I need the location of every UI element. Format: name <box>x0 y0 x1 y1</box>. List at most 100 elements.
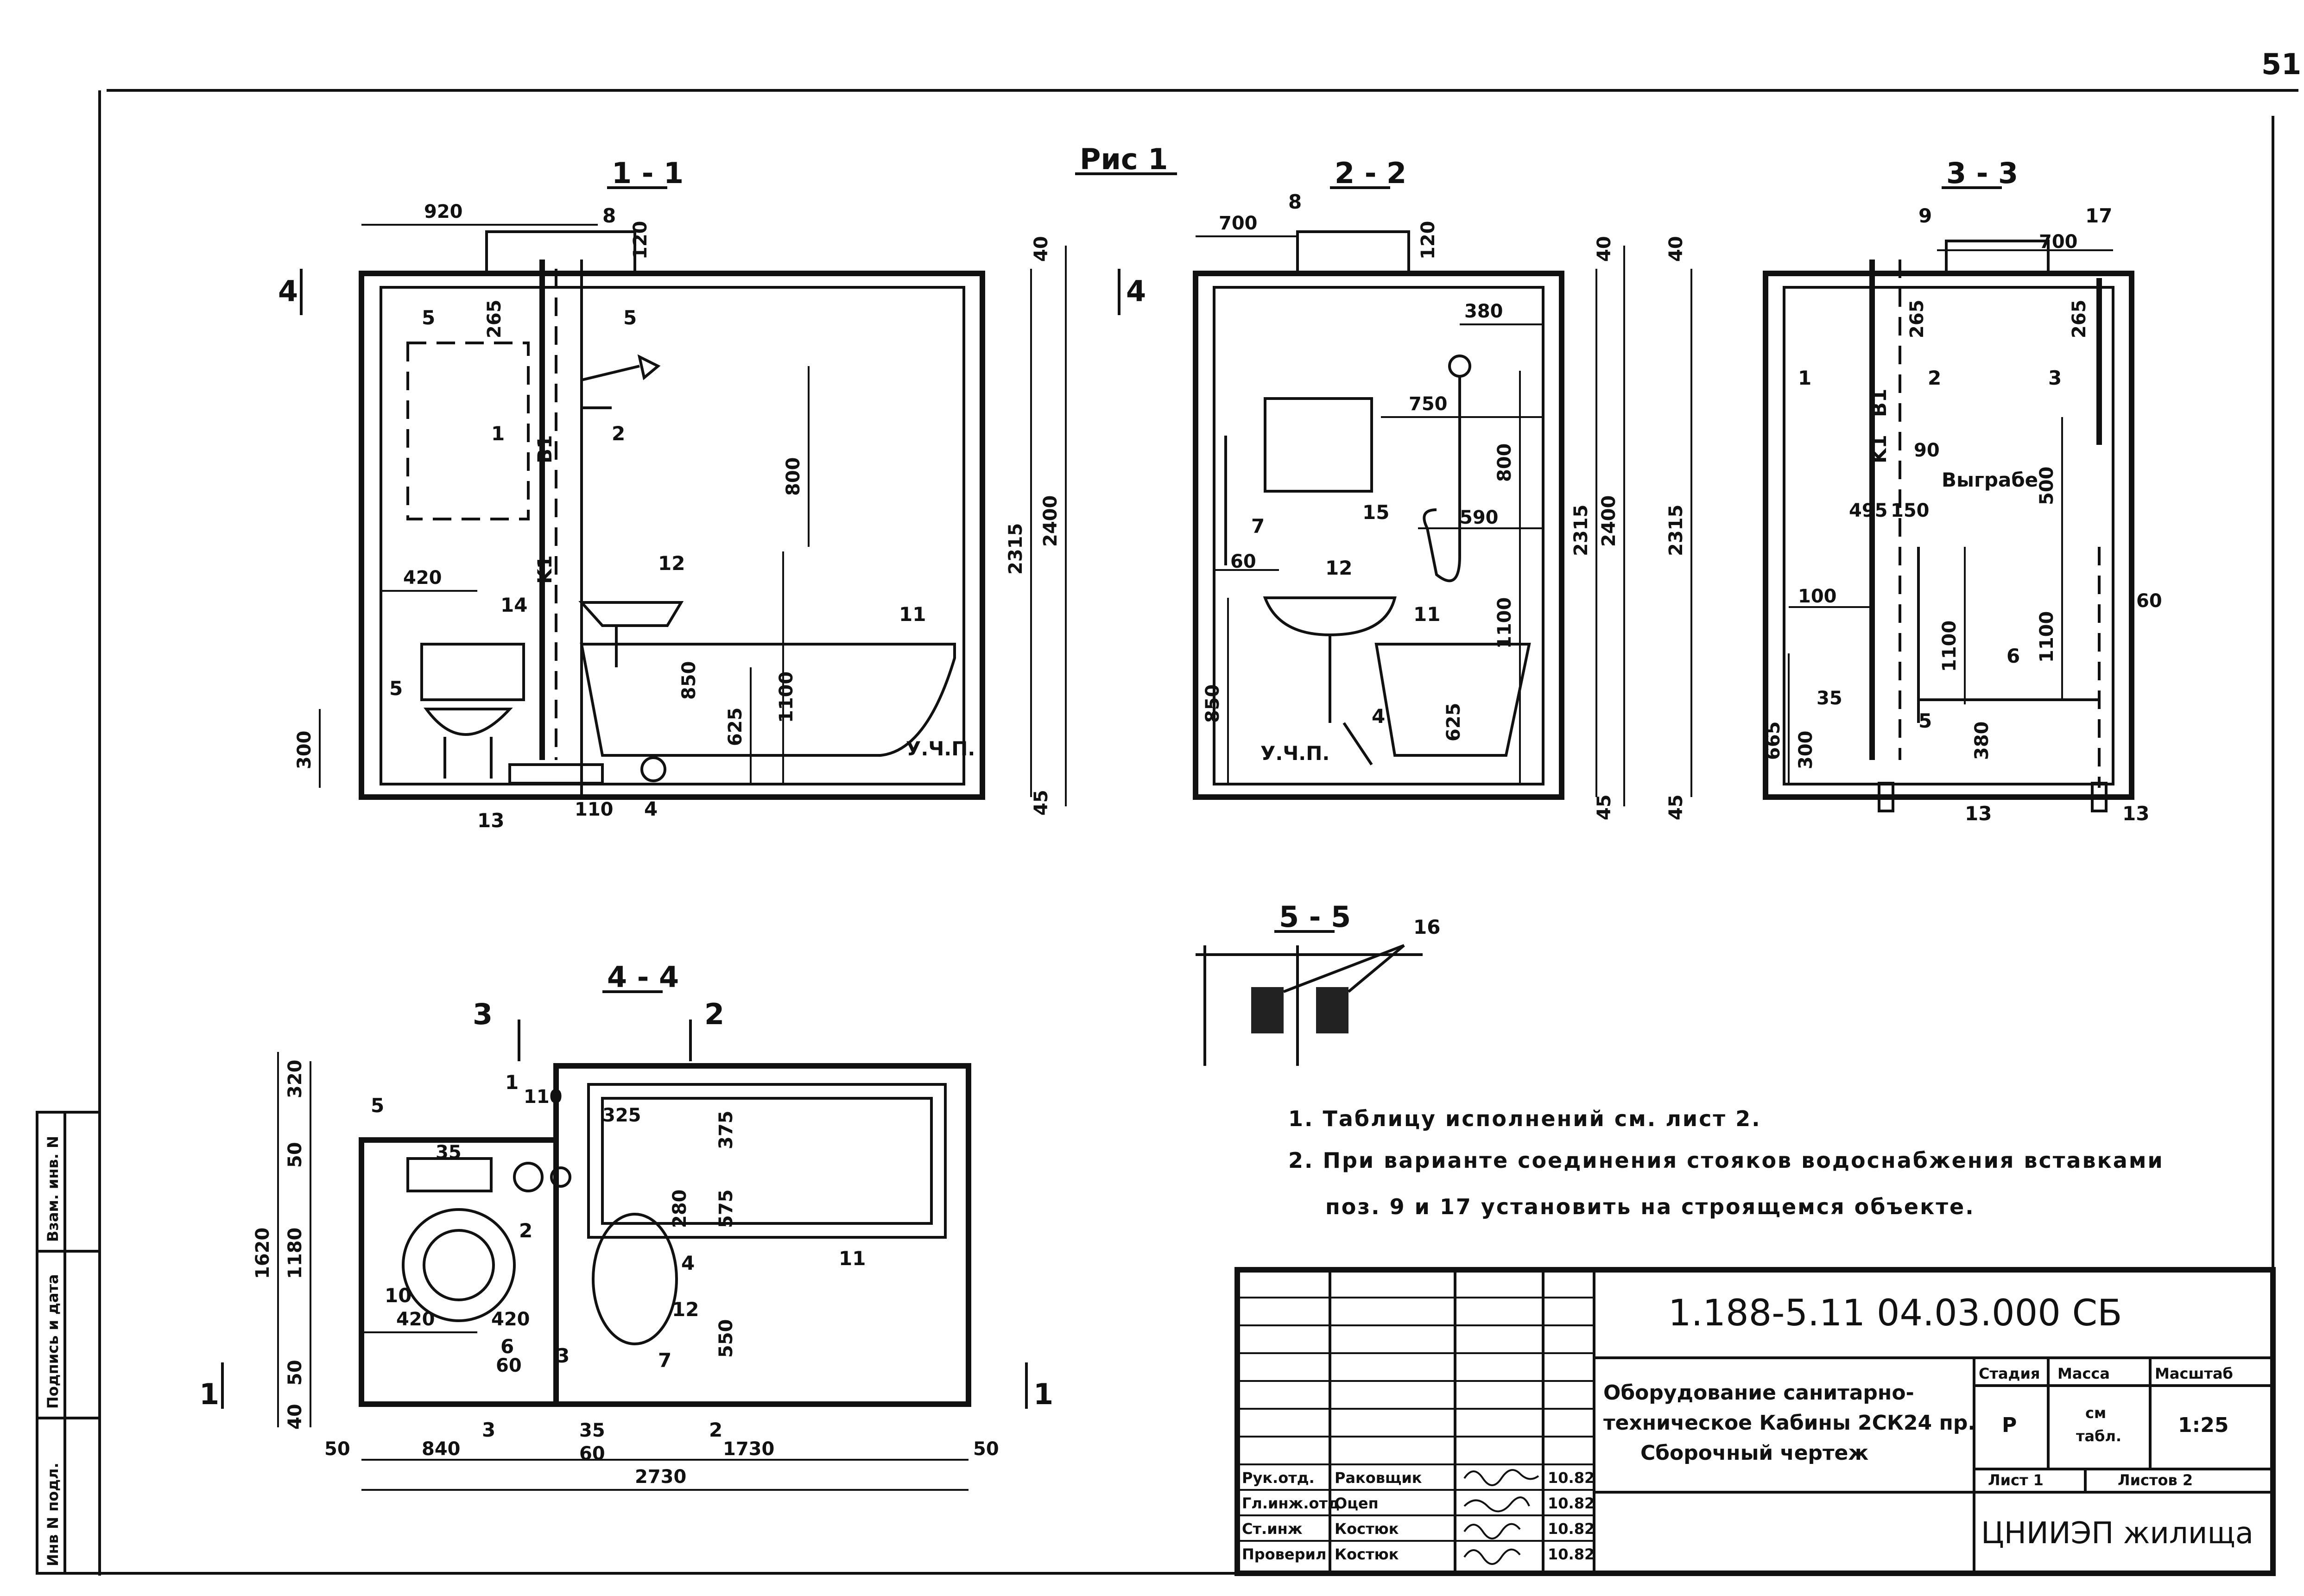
svg-text:табл.: табл. <box>2076 1427 2121 1445</box>
mirror <box>1264 397 1373 493</box>
svg-text:45: 45 <box>1665 794 1687 820</box>
svg-text:280: 280 <box>669 1190 690 1229</box>
svg-text:13: 13 <box>2122 802 2149 825</box>
svg-text:700: 700 <box>2039 231 2078 253</box>
svg-text:2: 2 <box>1928 367 1941 389</box>
section-1-1: 1 - 1 920 120 265 800 231 <box>278 156 1146 832</box>
svg-text:Рук.отд.: Рук.отд. <box>1242 1469 1315 1487</box>
cut-mark-1-right: 1 <box>1033 1377 1053 1411</box>
washbasin-side <box>578 601 684 627</box>
svg-text:590: 590 <box>1460 507 1499 528</box>
svg-text:Костюк: Костюк <box>1335 1545 1399 1563</box>
bathtub-side <box>580 643 956 757</box>
svg-text:50: 50 <box>285 1142 306 1168</box>
svg-text:4: 4 <box>681 1252 695 1274</box>
svg-text:1620: 1620 <box>252 1228 273 1279</box>
svg-text:Проверил: Проверил <box>1242 1545 1326 1563</box>
svg-text:300: 300 <box>294 731 315 770</box>
svg-text:50: 50 <box>285 1360 306 1386</box>
svg-text:300: 300 <box>1795 731 1817 770</box>
svg-text:10.82: 10.82 <box>1548 1545 1595 1563</box>
section-1-1-title: 1 - 1 <box>612 156 684 190</box>
svg-text:B1: B1 <box>533 435 556 463</box>
svg-text:1:25: 1:25 <box>2178 1413 2228 1437</box>
svg-text:B1: B1 <box>1868 389 1891 417</box>
side-stamp: Инв N подл. Подпись и дата Взам. инв. N <box>36 1111 101 1575</box>
svg-text:5: 5 <box>1918 709 1932 732</box>
cut-mark-3: 3 <box>473 997 493 1031</box>
svg-text:см: см <box>2085 1404 2106 1422</box>
svg-text:1: 1 <box>505 1071 519 1094</box>
svg-text:Стадия: Стадия <box>1979 1365 2040 1382</box>
svg-text:35: 35 <box>579 1420 605 1441</box>
svg-text:Ст.инж: Ст.инж <box>1242 1520 1303 1538</box>
svg-text:850: 850 <box>1202 684 1223 723</box>
svg-text:850: 850 <box>678 661 700 700</box>
svg-text:110: 110 <box>524 1086 563 1108</box>
svg-text:420: 420 <box>396 1309 435 1330</box>
section-2-2-title: 2 - 2 <box>1335 156 1406 190</box>
svg-text:10.82: 10.82 <box>1548 1520 1595 1538</box>
vent-grille-2 <box>1316 987 1348 1033</box>
toilet-cistern <box>420 643 525 701</box>
svg-text:420: 420 <box>491 1309 530 1330</box>
org-name: ЦНИИЭП жилища <box>1981 1516 2253 1551</box>
svg-text:Выграбе: Выграбе <box>1942 469 2038 491</box>
svg-text:13: 13 <box>477 809 504 832</box>
svg-text:625: 625 <box>1443 703 1464 742</box>
svg-text:5: 5 <box>371 1094 384 1117</box>
svg-text:920: 920 <box>424 201 463 222</box>
svg-text:10.82: 10.82 <box>1548 1469 1595 1487</box>
svg-text:60: 60 <box>1230 551 1256 572</box>
svg-text:265: 265 <box>484 300 505 339</box>
figure-title: Рис 1 <box>1080 142 1168 176</box>
svg-text:2315: 2315 <box>1665 505 1687 556</box>
svg-text:Листов 2: Листов 2 <box>2118 1471 2193 1489</box>
svg-text:У.Ч.П.: У.Ч.П. <box>1260 742 1329 765</box>
svg-text:40: 40 <box>1665 236 1687 262</box>
svg-text:7: 7 <box>1251 515 1265 538</box>
vent-grille-1 <box>1251 987 1284 1033</box>
bathtub-plan <box>587 1083 947 1239</box>
section-3-3: 3 - 3 700 265 265 90 495 150 500 100 110… <box>1665 156 2162 825</box>
svg-text:1100: 1100 <box>2036 611 2057 663</box>
cut-mark-5-left: 5 <box>422 306 435 329</box>
svg-text:Р: Р <box>2002 1413 2017 1437</box>
svg-text:110: 110 <box>575 799 614 820</box>
svg-text:Подпись и дата: Подпись и дата <box>44 1274 62 1409</box>
svg-text:2: 2 <box>612 422 625 445</box>
svg-text:9: 9 <box>1918 204 1932 227</box>
svg-text:2: 2 <box>519 1219 532 1242</box>
cut-mark-1-left: 1 <box>199 1377 219 1411</box>
svg-text:380: 380 <box>1464 301 1503 322</box>
section-5-5: 5 - 5 16 <box>1196 900 1440 1066</box>
svg-text:750: 750 <box>1409 393 1448 415</box>
svg-text:550: 550 <box>715 1319 737 1358</box>
svg-text:1: 1 <box>1798 367 1811 389</box>
svg-text:3: 3 <box>2048 367 2062 389</box>
section-4-4-title: 4 - 4 <box>607 960 679 994</box>
svg-text:265: 265 <box>1906 300 1928 339</box>
svg-text:2315: 2315 <box>1570 505 1592 556</box>
section-3-3-title: 3 - 3 <box>1946 156 2018 190</box>
svg-text:6: 6 <box>2007 645 2020 667</box>
svg-text:Оцеп: Оцеп <box>1335 1495 1379 1512</box>
note-3: поз. 9 и 17 установить на строящемся объ… <box>1325 1194 1975 1219</box>
bathtub-end <box>1374 643 1531 757</box>
svg-text:35: 35 <box>436 1142 462 1163</box>
svg-text:Инв N подл.: Инв N подл. <box>44 1463 62 1566</box>
svg-text:K1: K1 <box>1868 435 1891 463</box>
toilet-compartment <box>359 1137 559 1407</box>
section-3-3-cabin-outline <box>1763 271 2134 800</box>
svg-text:840: 840 <box>422 1438 461 1460</box>
drawing-code: 1.188-5.11 04.03.000 СБ <box>1668 1292 2122 1334</box>
svg-text:375: 375 <box>715 1111 737 1150</box>
svg-text:14: 14 <box>500 594 527 616</box>
svg-text:1180: 1180 <box>285 1228 306 1279</box>
signature-2 <box>1463 1496 1530 1513</box>
signature-3 <box>1463 1523 1521 1539</box>
signature-1 <box>1463 1469 1539 1486</box>
bath-compartment <box>553 1063 971 1407</box>
cut-mark-4-right: 4 <box>1126 274 1146 308</box>
